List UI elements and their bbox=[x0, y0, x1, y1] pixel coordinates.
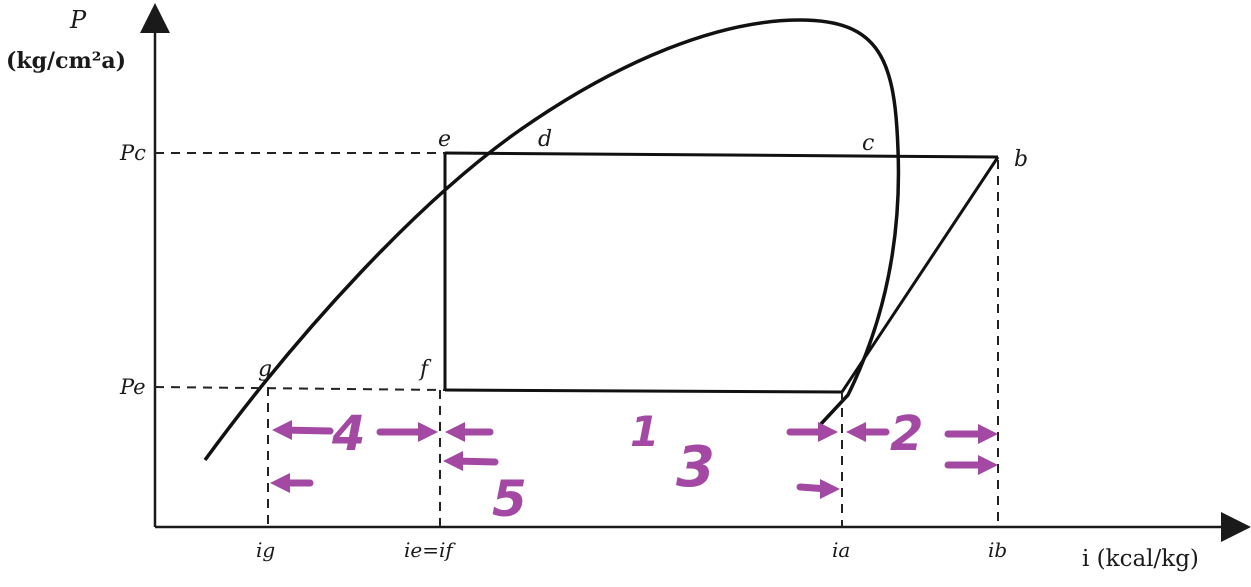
annotation-4: 4 bbox=[331, 406, 365, 462]
annotation-arrows bbox=[270, 420, 998, 499]
tick-ib: ib bbox=[988, 538, 1007, 562]
tick-pe: Pe bbox=[119, 375, 146, 399]
point-label-d: d bbox=[538, 127, 552, 152]
cycle-condensing-line bbox=[444, 151, 999, 159]
x-axis-label: i (kcal/kg) bbox=[1082, 546, 1199, 572]
tick-ig: ig bbox=[256, 538, 275, 562]
tick-ia: ia bbox=[832, 538, 850, 562]
dash-pe bbox=[154, 386, 446, 391]
point-label-c: c bbox=[862, 131, 874, 156]
point-label-g: g bbox=[258, 357, 272, 382]
point-label-b: b bbox=[1014, 147, 1028, 172]
y-axis-symbol: P bbox=[69, 6, 87, 34]
point-label-f: f bbox=[418, 357, 432, 382]
annotation-1: 1 bbox=[630, 407, 659, 456]
cycle-compression-line bbox=[840, 156, 1000, 393]
tick-pc: Pc bbox=[119, 141, 146, 165]
tick-ie-if: ie=if bbox=[404, 538, 456, 562]
annotation-5: 5 bbox=[492, 470, 527, 528]
cycle-evaporating-line bbox=[444, 388, 843, 394]
annotation-2: 2 bbox=[890, 406, 923, 462]
saturation-dome bbox=[203, 18, 901, 462]
y-axis-unit: (kg/cm²a) bbox=[6, 48, 126, 74]
annotation-3: 3 bbox=[676, 435, 715, 500]
point-label-e: e bbox=[438, 127, 451, 152]
